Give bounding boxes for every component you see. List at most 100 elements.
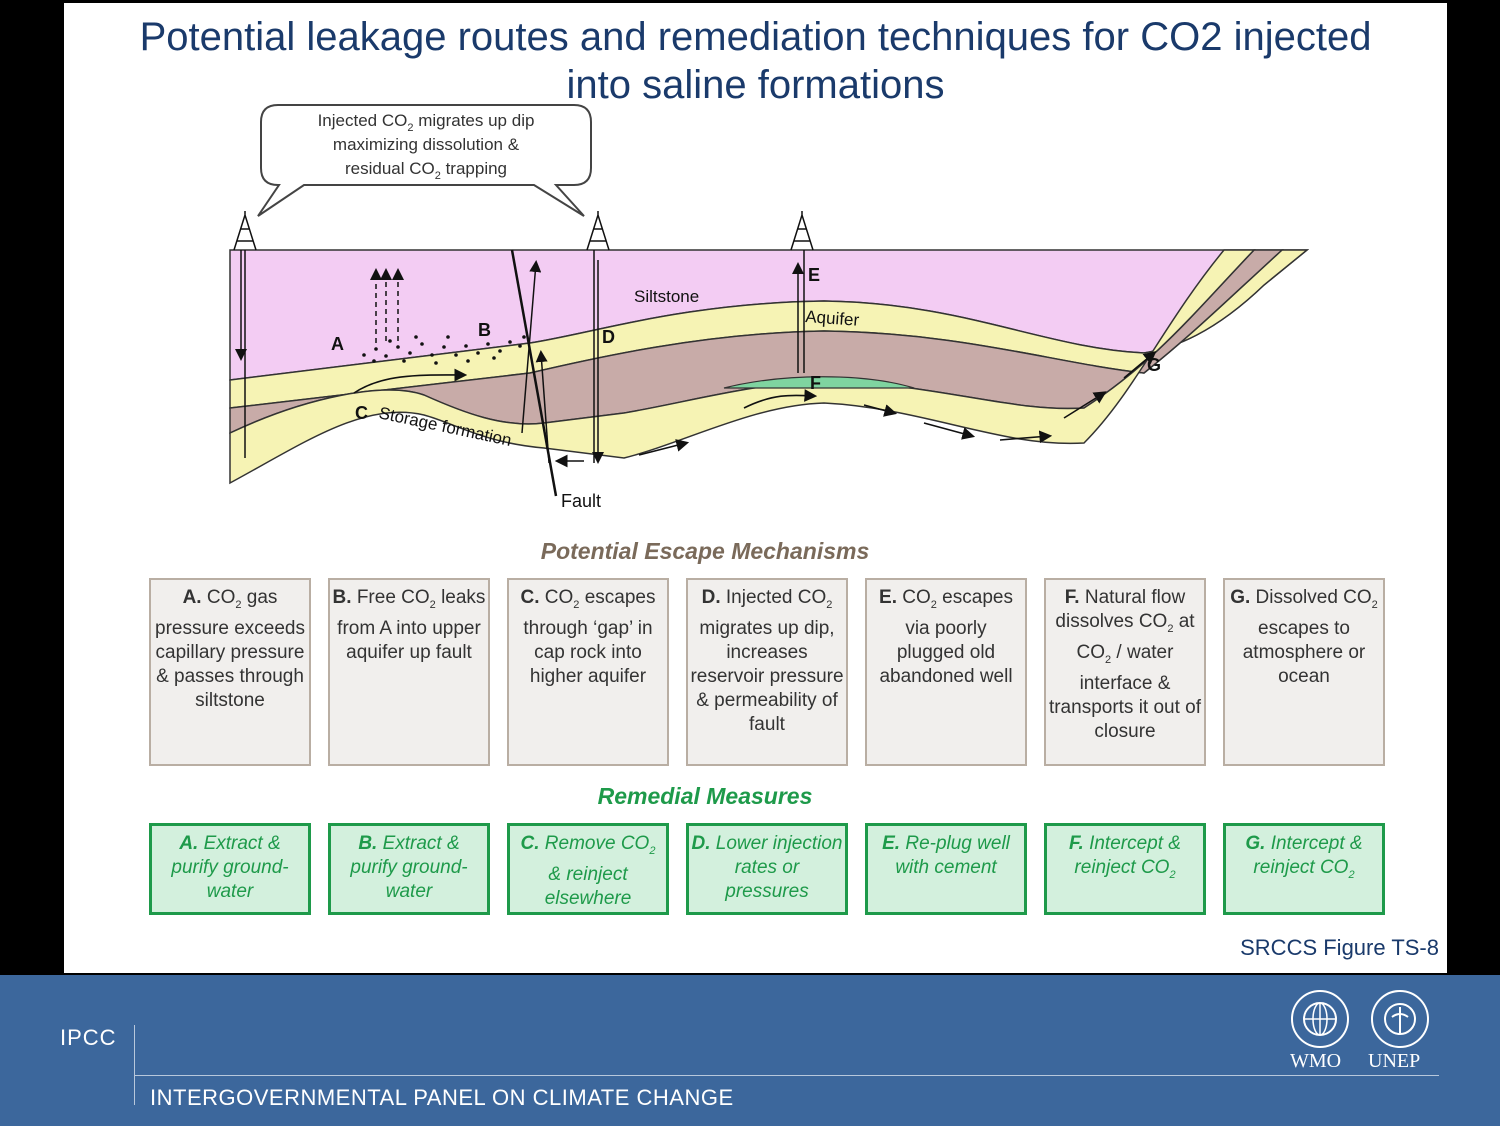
remedial-box-e: E. Re-plug well with cement: [865, 823, 1027, 915]
escape-box-text: 2: [1371, 598, 1378, 611]
label-f: F: [810, 373, 821, 393]
label-b: B: [478, 320, 491, 340]
organization-name: INTERGOVERNMENTAL PANEL ON CLIMATE CHANG…: [150, 1085, 734, 1110]
escape-box-text: escapes through ‘gap’ in cap rock into h…: [523, 587, 656, 687]
label-fault: Fault: [561, 491, 601, 511]
remedial-box-text: & reinject elsewhere: [544, 863, 632, 909]
callout-line-3: residual CO2 trapping: [345, 159, 507, 182]
escape-box-text: escapes to atmosphere or ocean: [1242, 617, 1366, 687]
title-line-2: into saline formations: [566, 63, 945, 107]
remedial-box-text: Re-plug well with cement: [895, 833, 1010, 878]
co2-dots: [362, 335, 526, 365]
slide-title: Potential leakage routes and remediation…: [64, 13, 1447, 109]
remedial-heading: Remedial Measures: [597, 783, 813, 809]
remedial-box-g: G. Intercept & reinject CO2: [1223, 823, 1385, 915]
escape-heading: Potential Escape Mechanisms: [540, 538, 870, 564]
escape-box-letter: B.: [332, 587, 352, 608]
footer-bar: IPCC INTERGOVERNMENTAL PANEL ON CLIMATE …: [0, 975, 1500, 1126]
label-a: A: [331, 334, 344, 354]
co2-pocket-f: [723, 376, 915, 389]
escape-box-text: at CO: [1076, 611, 1195, 663]
escape-box-b: B. Free CO2 leaks from A into upper aqui…: [328, 578, 490, 766]
remedial-box-text: Remove CO: [539, 833, 650, 854]
remedial-box-letter: A.: [179, 833, 199, 854]
callout-line-2: maximizing dissolution &: [333, 135, 520, 154]
geology-diagram: Injected CO2 migrates up dip maximizing …: [229, 104, 1310, 511]
remedial-box-text: Intercept & reinject CO: [1074, 833, 1181, 878]
wmo-label: WMO: [1290, 1050, 1342, 1072]
escape-box-letter: A.: [182, 587, 202, 608]
label-e: E: [808, 265, 820, 285]
title-line-1: Potential leakage routes and remediation…: [139, 15, 1372, 59]
figure-reference: SRCCS Figure TS-8: [1240, 935, 1439, 960]
escape-box-text: 2: [235, 598, 242, 611]
escape-box-text: migrates up dip, increases reservoir pre…: [690, 617, 844, 735]
escape-box-text: CO: [201, 587, 236, 608]
remedial-box-text: 2: [1348, 868, 1355, 881]
unep-emblem-icon: [1371, 990, 1429, 1048]
unep-label: UNEP: [1368, 1050, 1421, 1072]
remedial-box-text: Lower injection rates or pressures: [710, 833, 843, 902]
escape-box-text: Dissolved CO: [1250, 587, 1372, 608]
remedial-box-letter: F.: [1069, 833, 1084, 854]
escape-box-text: 2: [573, 598, 580, 611]
escape-box-letter: G.: [1230, 587, 1251, 608]
leak-arrows: [370, 268, 404, 343]
escape-box-text: 2: [826, 598, 833, 611]
escape-box-text: Free CO: [351, 587, 430, 608]
escape-box-text: CO: [897, 587, 931, 608]
label-c: C: [355, 403, 368, 423]
well-derrick-3: [790, 211, 814, 373]
escape-box-f: F. Natural flow dissolves CO2 at CO2 / w…: [1044, 578, 1206, 766]
footer-divider-vertical: [134, 1025, 135, 1105]
label-d: D: [602, 327, 615, 347]
remedial-box-text: Extract & purify ground-water: [171, 833, 289, 902]
remedial-box-b: B. Extract & purify ground-water: [328, 823, 490, 915]
remedial-box-text: Extract & purify ground-water: [350, 833, 468, 902]
footer-divider-horizontal: [134, 1075, 1439, 1076]
label-aquifer: Aquifer: [805, 307, 860, 330]
remedial-box-text: 2: [1169, 868, 1176, 881]
escape-box-letter: F.: [1064, 587, 1080, 608]
remedial-box-text: 2: [649, 844, 656, 857]
flow-arrows: [353, 350, 1157, 468]
remedial-box-a: A. Extract & purify ground-water: [149, 823, 311, 915]
escape-box-text: 2: [429, 598, 436, 611]
wmo-emblem-icon: [1291, 990, 1349, 1048]
escape-box-text: leaks from A into upper aquifer up fault: [337, 587, 486, 663]
remedial-box-c: C. Remove CO2 & reinject elsewhere: [507, 823, 669, 915]
label-g: G: [1147, 355, 1161, 375]
escape-box-text: 2: [930, 598, 937, 611]
ipcc-logo-text: IPCC: [60, 1025, 117, 1050]
well-derrick-1: [233, 211, 257, 458]
escape-box-c: C. CO2 escapes through ‘gap’ in cap rock…: [507, 578, 669, 766]
escape-box-g: G. Dissolved CO2 escapes to atmosphere o…: [1223, 578, 1385, 766]
escape-box-d: D. Injected CO2 migrates up dip, increas…: [686, 578, 848, 766]
remedial-box-letter: B.: [358, 833, 378, 854]
remedial-box-f: F. Intercept & reinject CO2: [1044, 823, 1206, 915]
remedial-box-d: D. Lower injection rates or pressures: [686, 823, 848, 915]
escape-box-letter: E.: [879, 587, 897, 608]
escape-box-text: escapes via poorly plugged old abandoned…: [879, 587, 1013, 687]
escape-box-letter: C.: [520, 587, 540, 608]
escape-box-text: Injected CO: [720, 587, 827, 608]
callout-line-1: Injected CO2 migrates up dip: [318, 111, 535, 134]
remedial-box-letter: C.: [520, 833, 540, 854]
escape-box-text: 2: [1105, 653, 1112, 666]
escape-box-text: 2: [1167, 622, 1174, 635]
callout-bubble: Injected CO2 migrates up dip maximizing …: [257, 104, 592, 217]
storage-formation: [229, 249, 1256, 485]
escape-box-letter: D.: [701, 587, 721, 608]
escape-box-text: CO: [539, 587, 574, 608]
escape-box-a: A. CO2 gas pressure exceeds capillary pr…: [149, 578, 311, 766]
remedial-box-letter: D.: [691, 833, 711, 854]
remedial-box-text: Intercept & reinject CO: [1253, 833, 1363, 878]
escape-box-text: Natural flow dissolves CO: [1055, 587, 1186, 632]
remedial-box-letter: E.: [882, 833, 901, 854]
well-derrick-2: [586, 211, 610, 464]
escape-box-text: / water interface & transports it out of…: [1048, 641, 1202, 742]
remedial-box-letter: G.: [1245, 833, 1266, 854]
label-siltstone: Siltstone: [634, 287, 699, 306]
escape-box-e: E. CO2 escapes via poorly plugged old ab…: [865, 578, 1027, 766]
slide: Potential leakage routes and remediation…: [64, 3, 1447, 973]
